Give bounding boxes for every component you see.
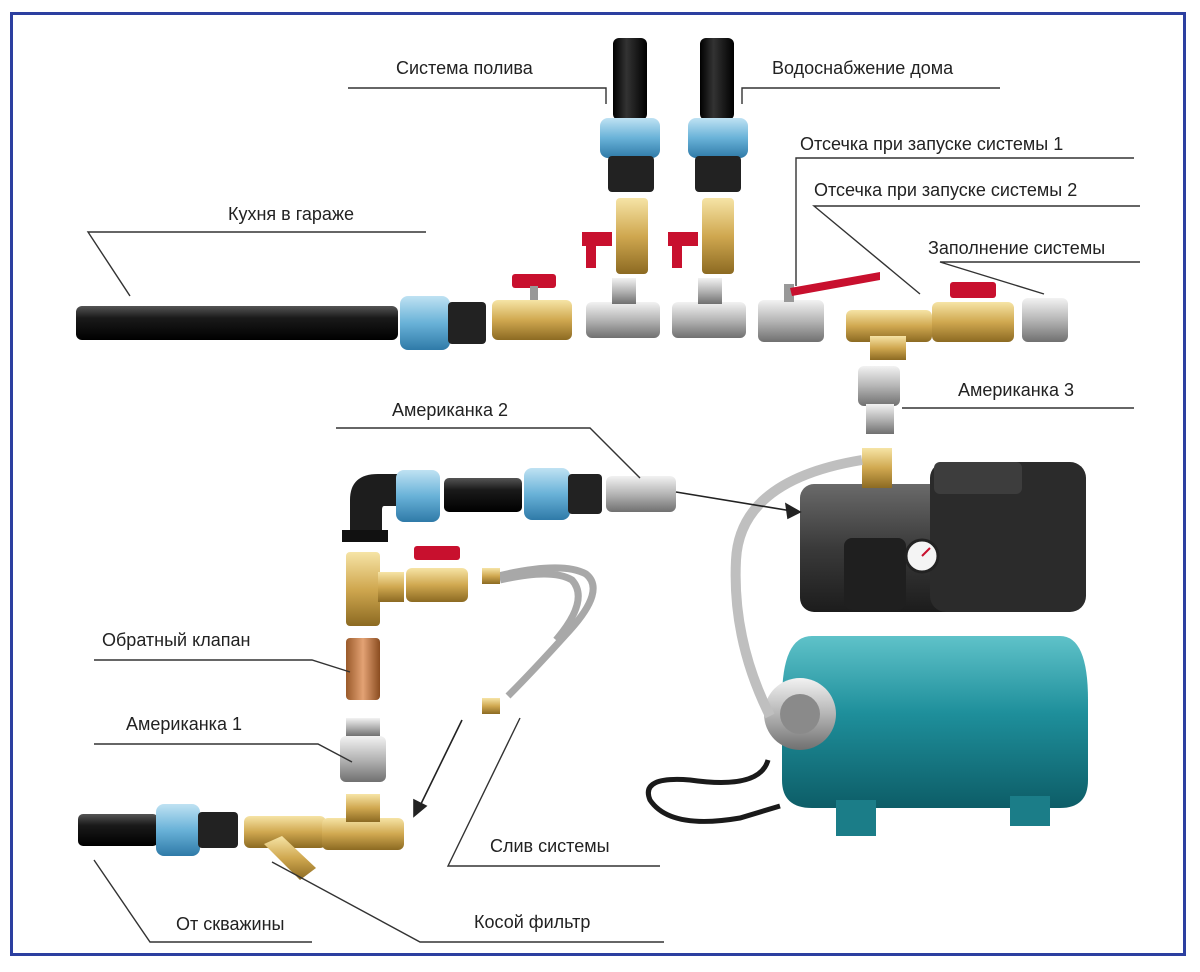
- label-drain: Слив системы: [490, 836, 610, 856]
- label-from-well: От скважины: [176, 914, 285, 934]
- vertical-brass-tee: [346, 552, 404, 626]
- label-filling: Заполнение системы: [928, 238, 1106, 258]
- house-supply-pipe: [688, 38, 748, 192]
- elbow-fitting: [342, 470, 440, 542]
- cutoff-valve-1: [758, 272, 880, 342]
- hose-end-top: [482, 568, 500, 584]
- label-cutoff-1: Отсечка при запуске системы 1: [800, 134, 1064, 154]
- suction-coupling: [524, 468, 602, 520]
- label-garage-kitchen: Кухня в гараже: [228, 204, 354, 224]
- irrigation-valve: [582, 198, 648, 274]
- union-2-fitting: [606, 476, 676, 512]
- hose-end-bottom: [482, 698, 500, 714]
- label-union-1: Американка 1: [126, 714, 242, 734]
- label-irrigation: Система полива: [396, 58, 533, 78]
- suction-pipe: [444, 478, 522, 512]
- chrome-tee-2: [672, 278, 746, 338]
- union-1-fitting: [340, 718, 386, 782]
- label-check-valve: Обратный клапан: [102, 630, 251, 650]
- pump-station: [646, 448, 1088, 836]
- union-3-fitting: [858, 366, 900, 434]
- house-supply-valve: [668, 198, 734, 274]
- leader-lines: [86, 87, 1140, 943]
- label-cutoff-2: Отсечка при запуске системы 2: [814, 180, 1078, 200]
- label-union-2: Американка 2: [392, 400, 508, 420]
- cutoff-valve-2: [932, 282, 1014, 342]
- label-union-3: Американка 3: [958, 380, 1074, 400]
- flexible-hose: [489, 564, 597, 699]
- garage-kitchen-pipe: [76, 296, 486, 350]
- label-house-supply: Водоснабжение дома: [772, 58, 954, 78]
- brass-tee: [846, 310, 932, 360]
- arrows: [413, 491, 802, 818]
- well-pipe: [78, 804, 238, 856]
- irrigation-pipe: [600, 38, 660, 192]
- filling-plug: [1022, 298, 1068, 342]
- y-filter-body: [244, 816, 326, 880]
- drain-valve: [406, 546, 468, 602]
- garage-kitchen-valve: [492, 274, 572, 340]
- bottom-brass-tee: [322, 794, 404, 850]
- label-y-filter: Косой фильтр: [474, 912, 591, 932]
- chrome-tee-1: [586, 278, 660, 338]
- check-valve-body: [346, 638, 380, 700]
